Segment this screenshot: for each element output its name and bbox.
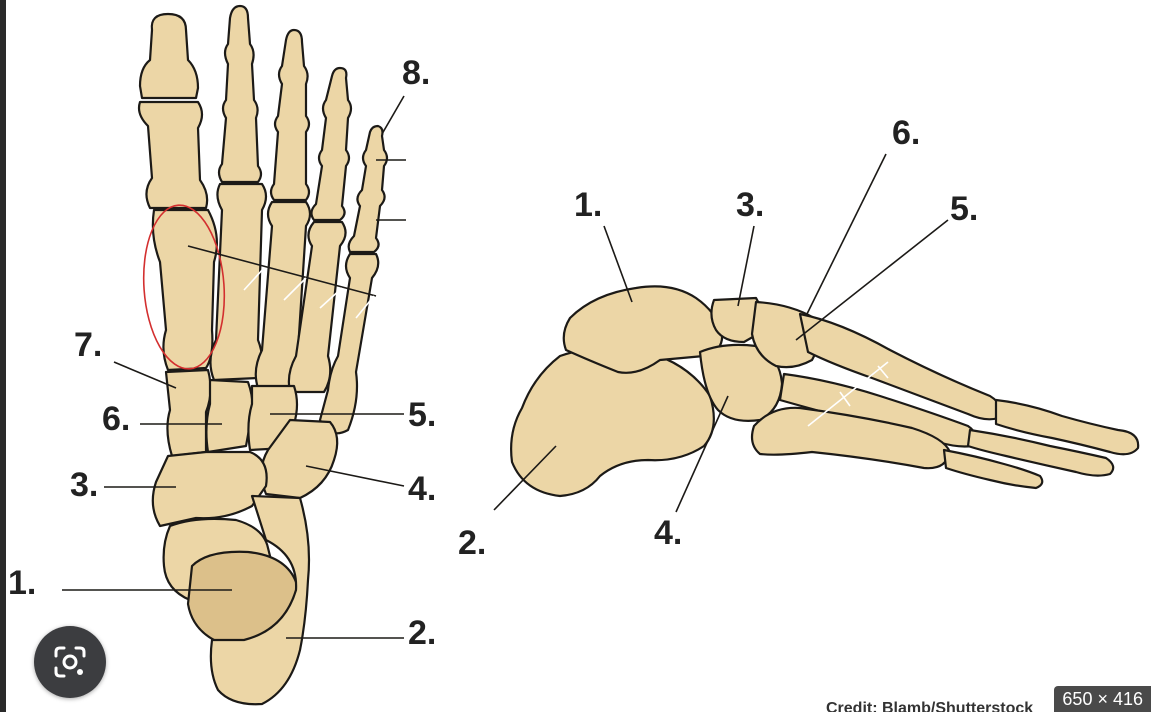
dorsal-metatarsal-tick-2 <box>283 277 307 301</box>
lateral-leader-5 <box>795 219 949 341</box>
dorsal-navicular <box>151 450 268 528</box>
highlight-ellipse <box>142 204 226 370</box>
lateral-metatarsal-tick-2 <box>859 377 871 391</box>
lateral-metatarsal-leader <box>807 361 889 427</box>
lateral-metatarsal-tick-3 <box>877 365 889 379</box>
dorsal-label-3: 3. <box>70 466 98 504</box>
dorsal-big-toe-proximal-phalanx <box>137 100 209 210</box>
viewer-left-border <box>0 0 6 712</box>
lateral-leader-1 <box>603 225 633 303</box>
lateral-toe-phalanges-1 <box>994 398 1140 456</box>
google-lens-button[interactable] <box>34 626 106 698</box>
dorsal-leader-8 <box>381 95 405 135</box>
dorsal-toe4-phalanges <box>310 66 353 222</box>
dorsal-label-8: 8. <box>402 54 430 92</box>
lateral-label-5: 5. <box>950 190 978 228</box>
dorsal-label-4: 4. <box>408 470 436 508</box>
dorsal-metatarsal-tick-3 <box>319 287 343 309</box>
lateral-leader-6 <box>805 153 887 317</box>
dorsal-label-1: 1. <box>8 564 36 602</box>
lateral-label-4: 4. <box>654 514 682 552</box>
lateral-leader-3 <box>737 225 755 307</box>
dorsal-metatarsal-tick-1 <box>243 267 265 291</box>
dorsal-view-foot: 1. 2. 3. 4. 5. 6. 7. 8. <box>8 4 436 706</box>
dorsal-intermediate-cuneiform <box>205 378 254 454</box>
dorsal-leader-7 <box>113 361 177 389</box>
dorsal-label-7: 7. <box>74 326 102 364</box>
dorsal-label-5: 5. <box>408 396 436 434</box>
lateral-metatarsal-tick-1 <box>839 391 851 407</box>
lateral-label-3: 3. <box>736 186 764 224</box>
dorsal-label-6: 6. <box>102 400 130 438</box>
image-size-badge: 650 × 416 <box>1054 686 1151 712</box>
lateral-toe-phalanges-3 <box>942 448 1044 490</box>
dorsal-second-metatarsal <box>209 182 268 382</box>
lateral-leader-4 <box>675 395 729 513</box>
lateral-label-2: 2. <box>458 524 486 562</box>
lateral-label-6: 6. <box>892 114 920 152</box>
lateral-view-foot: 1. 2. 3. 4. 5. 6. <box>458 114 1140 562</box>
lateral-fifth-metatarsal <box>750 406 952 470</box>
dorsal-calcaneus <box>209 494 311 706</box>
lateral-cuboid <box>698 343 784 422</box>
image-credit: Credit: Blamb/Shutterstock <box>826 700 1034 712</box>
dorsal-medial-cuneiform <box>164 368 212 458</box>
dorsal-label-2: 2. <box>408 614 436 652</box>
dorsal-metatarsal-tick-4 <box>355 295 375 319</box>
dorsal-toe5-phalanges <box>347 124 389 254</box>
lateral-toe-phalanges-2 <box>966 428 1115 477</box>
lateral-label-1: 1. <box>574 186 602 224</box>
dorsal-fourth-metatarsal <box>287 220 347 394</box>
dorsal-big-toe-distal-phalanx <box>138 12 200 100</box>
dorsal-leader-4 <box>305 465 405 487</box>
lateral-talus <box>562 285 724 374</box>
dorsal-toe3-phalanges <box>269 28 311 202</box>
dorsal-metatarsal-leader <box>187 245 377 297</box>
lateral-leader-2 <box>493 445 557 511</box>
dorsal-first-metatarsal <box>151 208 219 372</box>
google-lens-icon <box>54 646 86 678</box>
dorsal-toe2-phalanges <box>217 4 263 184</box>
